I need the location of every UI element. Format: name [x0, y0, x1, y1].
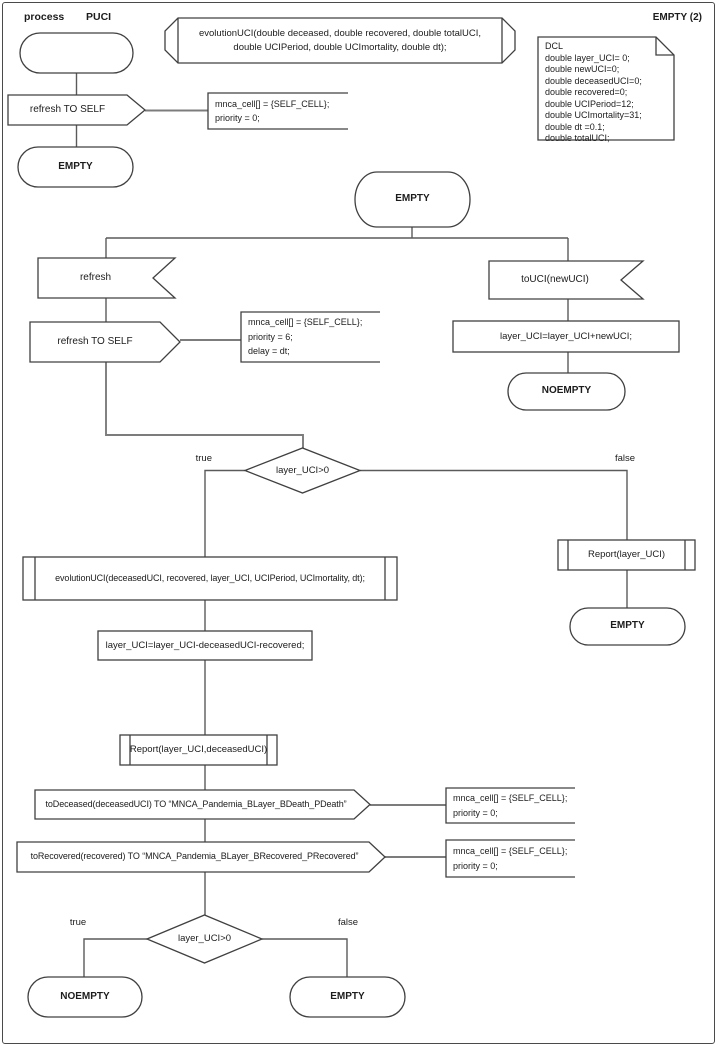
flow-line-true-branch [204, 469, 245, 557]
input-shape [37, 257, 177, 299]
decision-layer-uci[interactable]: layer_UCI>0 [177, 933, 232, 945]
flow-line-true-branch [83, 938, 147, 977]
task-shape [97, 630, 313, 661]
state-reference-label: EMPTY (2) [652, 11, 702, 23]
output-refresh-to-self[interactable]: refresh TO SELF [29, 103, 106, 115]
state-shape [289, 976, 406, 1018]
output-todeceased[interactable]: toDeceased(deceasedUCI) TO “MNCA_Pandemi… [45, 798, 347, 809]
state-empty[interactable]: EMPTY [58, 160, 93, 172]
state-empty[interactable]: EMPTY [610, 620, 645, 632]
decision-layer-uci[interactable]: layer_UCI>0 [275, 464, 330, 476]
procedure-shape [22, 556, 398, 601]
comment-mnca-cell[interactable]: mnca_cell[] = {SELF_CELL}; priority = 0; [453, 846, 568, 871]
connector-lines [105, 109, 446, 858]
flow-line-false-branch [262, 938, 348, 977]
decision-shape [145, 914, 264, 964]
start-state[interactable] [20, 33, 133, 73]
dcl-note-fold [655, 37, 674, 56]
task-subtract[interactable]: layer_UCI=layer_UCI-deceasedUCI-recovere… [105, 639, 305, 651]
procedure-bars [567, 540, 686, 570]
procedure-evolutionuci[interactable]: evolutionUCI(deceasedUCI, recovered, lay… [55, 572, 365, 583]
comment-fill [208, 93, 348, 129]
procedure-bars [129, 735, 268, 765]
state-noempty[interactable]: NOEMPTY [541, 385, 592, 397]
state-shape [27, 976, 143, 1018]
comment-bracket [207, 92, 348, 130]
procedure-shape [557, 539, 696, 571]
dcl-note-shape [537, 36, 675, 141]
state-empty[interactable]: EMPTY [395, 193, 430, 205]
input-shape [488, 260, 645, 300]
procedure-report[interactable]: Report(layer_UCI,deceasedUCI) [129, 744, 268, 756]
output-shape [7, 94, 147, 126]
start-state-shape [19, 32, 134, 74]
signature-inner-bars [177, 18, 503, 63]
comment-fill [446, 840, 575, 877]
input-touci[interactable]: toUCI(newUCI) [521, 273, 589, 285]
output-torecovered[interactable]: toRecovered(recovered) TO “MNCA_Pandemia… [30, 851, 359, 862]
comment-fill [241, 312, 380, 362]
decision-shape [243, 447, 362, 494]
task-add-newuci[interactable]: layer_UCI=layer_UCI+newUCI; [500, 330, 632, 342]
comment-bracket [445, 839, 575, 878]
output-shape [29, 321, 181, 363]
comment-fill [446, 788, 575, 823]
state-noempty[interactable]: NOEMPTY [60, 990, 110, 1002]
output-shape [16, 841, 386, 873]
branch-false-label: false [337, 917, 359, 929]
process-kind-label: process [24, 11, 65, 24]
input-refresh[interactable]: refresh [79, 271, 112, 283]
comment-mnca-cell[interactable]: mnca_cell[] = {SELF_CELL}; priority = 6;… [248, 317, 363, 357]
task-shape [452, 320, 680, 353]
comment-bracket [240, 311, 380, 363]
state-shape [354, 171, 471, 228]
output-shape [34, 789, 371, 820]
comment-mnca-cell[interactable]: mnca_cell[] = {SELF_CELL}; priority = 0; [453, 793, 568, 818]
output-refresh-to-self[interactable]: refresh TO SELF [57, 335, 133, 347]
signature-note[interactable]: evolutionUCI(double deceased, double rec… [198, 27, 481, 53]
branch-true-label: true [195, 453, 212, 465]
process-name: PUCI [86, 11, 112, 24]
node-shapes [7, 17, 696, 1018]
dcl-declarations-note[interactable]: DCL double layer_UCI= 0; double newUCI=0… [545, 41, 642, 143]
comment-mnca-cell[interactable]: mnca_cell[] = {SELF_CELL}; priority = 0; [215, 98, 330, 124]
comment-bracket [445, 787, 575, 824]
procedure-report[interactable]: Report(layer_UCI) [587, 549, 666, 561]
state-shape [507, 372, 626, 411]
procedure-shape [119, 734, 278, 766]
state-shape [17, 146, 134, 188]
procedure-bars [34, 557, 386, 600]
flow-line-false-branch [360, 469, 628, 540]
flow-lines [75, 73, 628, 977]
branch-false-label: false [615, 453, 636, 465]
branch-true-label: true [69, 917, 87, 929]
flow-line [105, 362, 304, 448]
state-shape [569, 607, 686, 646]
state-empty[interactable]: EMPTY [330, 990, 365, 1002]
